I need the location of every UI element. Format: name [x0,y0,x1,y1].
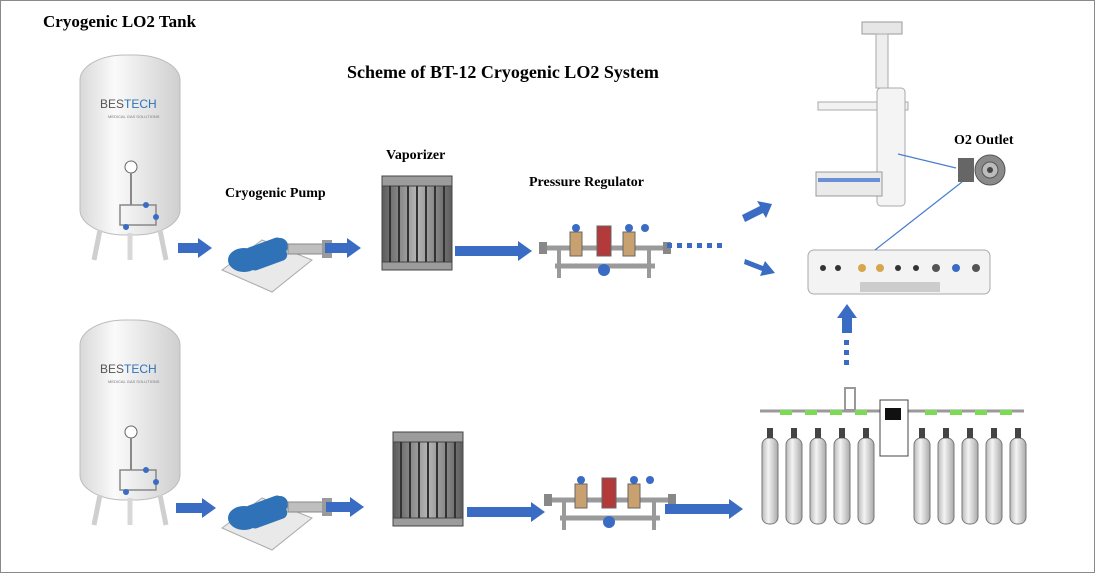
regulator-label: Pressure Regulator [529,175,644,190]
tank-logo-subtitle-bottom: MEDICAL GAS SOLUTIONS [108,379,160,384]
dotted-link [677,243,682,248]
tank-logo-top: BESTECH [100,97,157,111]
arrow-right-icon [178,238,212,258]
dotted-link [667,243,672,248]
gas-cylinder [961,427,979,525]
dotted-link [844,350,849,355]
gas-cylinder [1009,427,1027,525]
arrow-down-right-icon [744,259,775,276]
outlet-link-bed-head [874,181,963,251]
dotted-link [844,340,849,345]
tank-logo-bottom: BESTECH [100,362,157,376]
cryogenic-tank-top [80,55,180,260]
dotted-link [844,360,849,365]
arrow-up-right-icon [742,201,772,222]
gas-cylinder [785,427,803,525]
cryogenic-pump-top [221,235,333,293]
pressure-regulator-bottom [544,476,676,530]
arrow-up-icon [837,304,857,333]
dotted-link [697,243,702,248]
arrow-right-icon [467,502,545,522]
cryogenic-pump-bottom [221,493,333,551]
outlet-label: O2 Outlet [954,133,1014,148]
vaporizer-top [381,175,453,271]
tank-title: Cryogenic LO2 Tank [43,12,197,31]
gas-cylinder [833,427,851,525]
dotted-link [707,243,712,248]
dotted-link [717,243,722,248]
arrow-right-icon [176,498,216,518]
arrow-right-icon [665,499,743,519]
dotted-link [687,243,692,248]
pressure-regulator-top [539,224,671,278]
gas-cylinder [857,427,875,525]
bed-head-unit [807,249,991,295]
gas-cylinder [913,427,931,525]
tank-logo-subtitle-top: MEDICAL GAS SOLUTIONS [108,114,160,119]
arrow-right-icon [325,238,361,258]
cylinder-manifold [760,387,1024,457]
ceiling-pendant [815,21,909,207]
gas-cylinder [937,427,955,525]
pump-label: Cryogenic Pump [225,186,326,201]
gas-cylinder [985,427,1003,525]
cryogenic-tank-bottom [80,320,180,525]
arrow-right-icon [326,497,364,517]
vaporizer-label: Vaporizer [386,148,446,163]
flow-arrows [176,201,857,522]
gas-cylinder [809,427,827,525]
outlet-link-pendant [897,153,957,169]
arrow-right-icon [455,241,532,261]
scheme-title: Scheme of BT-12 Cryogenic LO2 System [347,62,659,82]
vaporizer-bottom [392,431,464,527]
o2-outlet [958,154,1006,186]
gas-cylinder [761,427,779,525]
